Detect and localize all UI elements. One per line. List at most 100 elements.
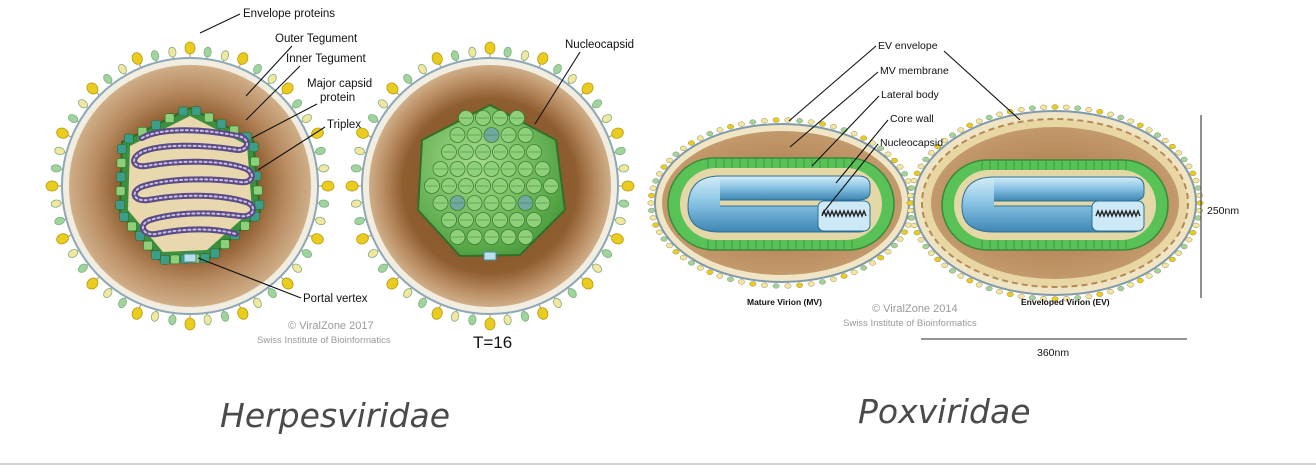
envelope-protein: [54, 216, 65, 226]
envelope-protein: [86, 277, 99, 290]
envelope-protein: [377, 263, 388, 273]
envelope-protein: [103, 73, 113, 84]
envelope-protein: [403, 73, 413, 84]
envelope-protein: [418, 63, 427, 75]
envelope-protein: [350, 164, 362, 173]
envelope-protein: [56, 233, 69, 245]
envelope-protein: [50, 164, 62, 173]
envelope-protein: [54, 146, 65, 156]
envelope-protein: [86, 82, 99, 95]
envelope-protein: [292, 99, 303, 109]
envelope-protein: [615, 146, 626, 156]
envelope-protein: [468, 46, 477, 58]
envelope-protein: [131, 52, 143, 65]
envelope-protein: [118, 297, 127, 309]
envelope-protein: [367, 114, 379, 123]
envelope-protein: [520, 311, 530, 322]
label-envelope-proteins: Envelope proteins: [243, 8, 335, 20]
triangulation-number: T=16: [473, 333, 512, 352]
envelope-spikes-b: [345, 41, 635, 331]
envelope-protein: [237, 307, 249, 320]
envelope-protein: [553, 63, 562, 75]
envelope-protein: [168, 46, 177, 58]
envelope-protein: [581, 277, 594, 290]
envelope-protein: [77, 263, 88, 273]
envelope-protein: [618, 199, 630, 208]
envelope-protein: [281, 277, 294, 290]
envelope-protein: [520, 50, 530, 61]
envelope-protein: [386, 82, 399, 95]
envelope-protein: [356, 233, 369, 245]
envelope-protein: [503, 46, 512, 58]
label-mv-membrane: MV membrane: [880, 65, 949, 77]
label-nucleocapsid-herpes: Nucleocapsid: [565, 39, 634, 51]
envelope-protein: [618, 164, 630, 173]
envelope-protein: [103, 288, 113, 299]
label-major-capsid-2: protein: [320, 92, 355, 104]
envelope-protein: [67, 249, 79, 258]
label-lateral-body: Lateral body: [881, 89, 940, 101]
envelope-protein: [237, 52, 249, 65]
envelope-protein: [484, 317, 496, 331]
ev-surface-tubules: [906, 104, 1204, 302]
envelope-protein: [220, 50, 230, 61]
capsid-capsomers: [424, 110, 559, 245]
label-nucleocapsid-pox: Nucleocapsid: [880, 137, 943, 149]
envelope-protein: [350, 199, 362, 208]
family-name-poxviridae: Poxviridae: [858, 392, 1031, 431]
envelope-protein: [450, 311, 460, 322]
envelope-protein: [537, 52, 549, 65]
envelope-protein: [345, 180, 359, 192]
envelope-protein: [592, 263, 603, 273]
label-triplex: Triplex: [327, 119, 361, 131]
label-major-capsid: Major capsid: [307, 78, 372, 90]
envelope-protein: [77, 99, 88, 109]
envelope-protein: [150, 50, 160, 61]
envelope-protein: [615, 216, 626, 226]
envelope-protein: [50, 199, 62, 208]
envelope-protein: [220, 311, 230, 322]
envelope-protein: [354, 146, 365, 156]
envelope-protein: [581, 82, 594, 95]
ev-nucleocapsid: [961, 176, 1145, 233]
envelope-protein: [315, 146, 326, 156]
envelope-protein: [386, 277, 399, 290]
envelope-protein: [67, 114, 79, 123]
envelope-protein: [281, 82, 294, 95]
pox-enveloped-virion: [906, 104, 1204, 302]
bottom-divider: [0, 463, 1316, 465]
label-ev-envelope: EV envelope: [878, 40, 938, 52]
envelope-protein: [450, 50, 460, 61]
envelope-protein: [621, 180, 635, 192]
envelope-protein: [553, 297, 562, 309]
envelope-protein: [45, 180, 59, 192]
envelope-protein: [318, 199, 330, 208]
mv-nucleocapsid: [687, 175, 871, 233]
envelope-protein: [168, 314, 177, 326]
envelope-protein: [184, 317, 196, 331]
portal-vertex: [183, 253, 197, 263]
envelope-protein: [292, 263, 303, 273]
envelope-protein: [503, 314, 512, 326]
envelope-protein: [267, 73, 277, 84]
envelope-protein: [253, 63, 262, 75]
envelope-protein: [311, 233, 324, 245]
herpes-labels: Envelope proteins Outer Tegument Inner T…: [197, 8, 634, 305]
width-scale-label: 360nm: [1037, 347, 1069, 359]
envelope-protein: [150, 311, 160, 322]
envelope-protein: [203, 314, 212, 326]
envelope-protein: [131, 307, 143, 320]
credit-pox-line1: © ViralZone 2014: [872, 303, 958, 315]
envelope-protein: [431, 307, 443, 320]
envelope-protein: [567, 288, 577, 299]
label-inner-tegument: Inner Tegument: [286, 53, 367, 65]
envelope-protein: [203, 46, 212, 58]
label-core-wall: Core wall: [890, 113, 934, 125]
envelope-protein: [321, 180, 335, 192]
envelope-protein: [377, 99, 388, 109]
herpes-credit: © ViralZone 2017 Swiss Institute of Bioi…: [257, 320, 391, 346]
herpes-surface-view: [345, 41, 635, 331]
envelope-protein: [592, 99, 603, 109]
pox-credit: © ViralZone 2014 Swiss Institute of Bioi…: [843, 303, 977, 329]
